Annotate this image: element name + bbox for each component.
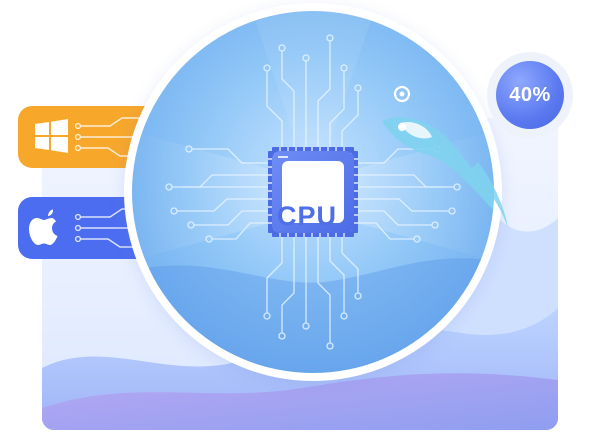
circuit-board-graphic [132, 11, 494, 373]
cpu-chip [268, 147, 358, 237]
fish-tail-decoration [470, 162, 508, 228]
windows-logo-icon [35, 117, 146, 157]
percent-value: 40% [496, 61, 564, 129]
cpu-orb [124, 3, 502, 381]
cpu-label: CPU [276, 200, 337, 231]
fish-decoration [382, 117, 494, 211]
percent-badge: 40% [487, 52, 573, 138]
target-icon [393, 85, 411, 103]
orb-inner [132, 11, 494, 373]
